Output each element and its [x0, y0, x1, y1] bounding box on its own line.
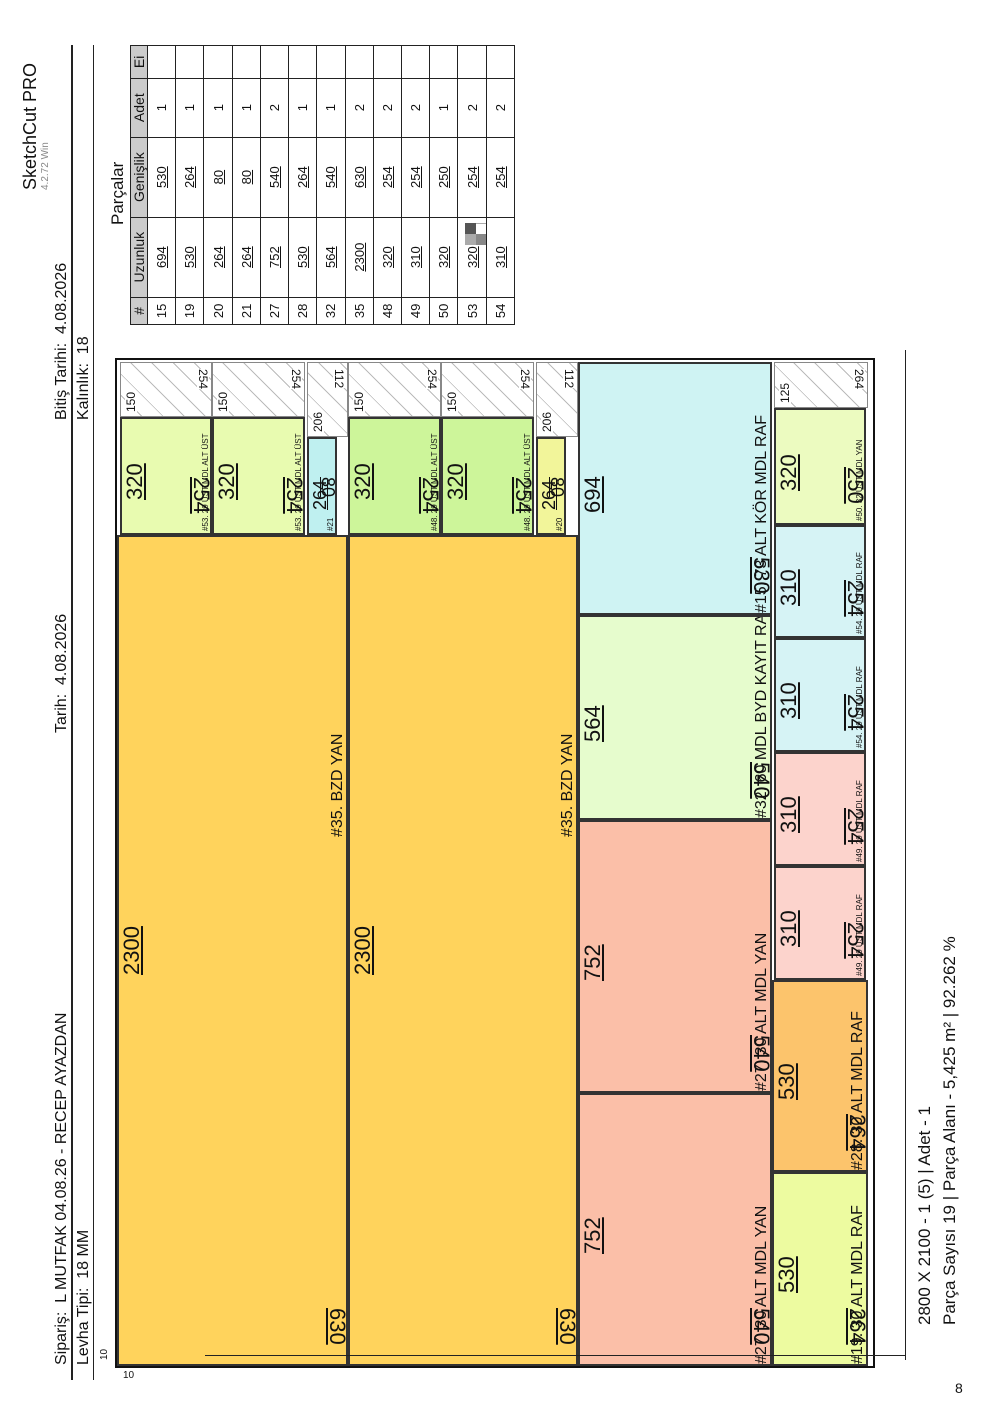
piece-name-label: #28. 30 ALT MDL RAF — [849, 1011, 866, 1170]
piece-len-label: 752 — [580, 943, 605, 981]
scrap-b-label: 254 — [518, 369, 532, 390]
piece-len-label: 530 — [774, 1063, 799, 1100]
piece-name-label: #27. 30 ALT MDL YAN — [753, 932, 770, 1091]
footer-rule-bottom — [205, 1355, 905, 1356]
piece-len-label: 320 — [350, 463, 375, 500]
trim-left-label: 10 — [123, 1370, 135, 1381]
piece-name-label: #27. 30 ALT MDL YAN — [753, 1205, 770, 1364]
piece-name-label: #54. 29 ÜST MDL RAF — [855, 552, 864, 634]
footer-line-2: Parça Sayısı 19 | Parça Alanı - 5,425 m²… — [940, 936, 959, 1325]
scrap-a-label: 150 — [352, 391, 366, 412]
footer-line-1: 2800 X 2100 - 1 (5) | Adet - 1 — [915, 1106, 934, 1325]
footer-rule — [905, 350, 906, 1360]
piece-name-label: #19. 30 ALT MDL RAF — [849, 1205, 866, 1364]
app-logo-icon — [465, 223, 487, 245]
piece-len-label: 564 — [580, 704, 605, 742]
scrap-a-label: 125 — [778, 382, 792, 403]
scrap-b-label: 254 — [425, 369, 439, 390]
piece-name-label: #48. 29 ÜST MDL ALT ÜST — [430, 433, 439, 531]
piece-len-label: 2300 — [119, 925, 144, 975]
piece-name-label: #53. 29 ÜST MDL ALT ÜST — [294, 433, 303, 531]
piece-wid-label: 630 — [555, 1308, 578, 1345]
cut-piece[interactable]: 2300 630 #35. BZD YAN — [348, 535, 578, 1366]
scrap-piece: 206 112 — [307, 362, 348, 437]
scrap-piece: 206 112 — [536, 362, 578, 437]
piece-len-label: 530 — [774, 1256, 799, 1293]
piece-len-label: 752 — [580, 1216, 605, 1254]
piece-wid-label: 630 — [325, 1308, 348, 1345]
piece-len-label: 320 — [122, 463, 147, 500]
piece-name-label: #49. 29 ÜST MDL RAF — [855, 780, 864, 862]
scrap-piece: 125 264 — [774, 362, 868, 408]
piece-len-label: 310 — [776, 796, 801, 833]
piece-name-label: #54. 29 ÜST MDL RAF — [855, 666, 864, 748]
piece-len-label: 320 — [443, 463, 468, 500]
piece-name-label: #21 — [326, 517, 335, 531]
piece-len-label: 310 — [776, 682, 801, 719]
piece-len-label: 310 — [776, 568, 801, 606]
piece-name-label: #48. 29 ÜST MDL ALT ÜST — [523, 433, 532, 531]
piece-name-label: #35. BZD YAN — [329, 733, 346, 837]
scrap-a-label: 150 — [124, 391, 138, 412]
piece-wid-label: 80 — [547, 477, 566, 498]
scrap-b-label: 254 — [289, 369, 303, 390]
piece-wid-label: 80 — [318, 477, 337, 498]
page-number: 8 — [955, 1380, 963, 1396]
scrap-a-label: 206 — [311, 411, 325, 432]
piece-len-label: 310 — [776, 910, 801, 947]
header-rule — [71, 45, 73, 1380]
scrap-piece: 150 254 — [212, 362, 305, 417]
scrap-b-label: 264 — [852, 369, 866, 390]
cut-piece[interactable]: 2300 630 #35. BZD YAN — [117, 535, 348, 1366]
piece-len-label: 2300 — [350, 925, 375, 975]
scrap-b-label: 112 — [332, 369, 346, 389]
sheet-border — [115, 358, 875, 1368]
scrap-a-label: 150 — [445, 391, 459, 412]
piece-name-label: #15. 73 ALT KÖR MDL RAF — [753, 414, 770, 613]
piece-name-label: #32. 60 MDL BYD KAYIT RAF — [753, 615, 770, 818]
scrap-a-label: 206 — [540, 411, 554, 432]
scrap-b-label: 254 — [196, 369, 210, 390]
header-rule-thin — [93, 45, 94, 1380]
scrap-piece: 150 254 — [348, 362, 441, 417]
scrap-b-label: 112 — [562, 369, 576, 389]
scrap-a-label: 150 — [216, 391, 230, 412]
scrap-piece: 150 254 — [120, 362, 212, 417]
piece-len-label: 320 — [776, 453, 801, 491]
scrap-piece: 150 254 — [441, 362, 534, 417]
piece-name-label: #49. 29 ÜST MDL RAF — [855, 894, 864, 976]
piece-name-label: #35. BZD YAN — [559, 733, 576, 837]
piece-name-label: #53. 29 ÜST MDL ALT ÜST — [201, 433, 210, 531]
piece-name-label: #50. 32 ÜST MDL YAN — [855, 439, 864, 521]
piece-name-label: #20 — [555, 517, 564, 531]
piece-len-label: 694 — [580, 475, 605, 513]
piece-len-label: 320 — [214, 463, 239, 500]
